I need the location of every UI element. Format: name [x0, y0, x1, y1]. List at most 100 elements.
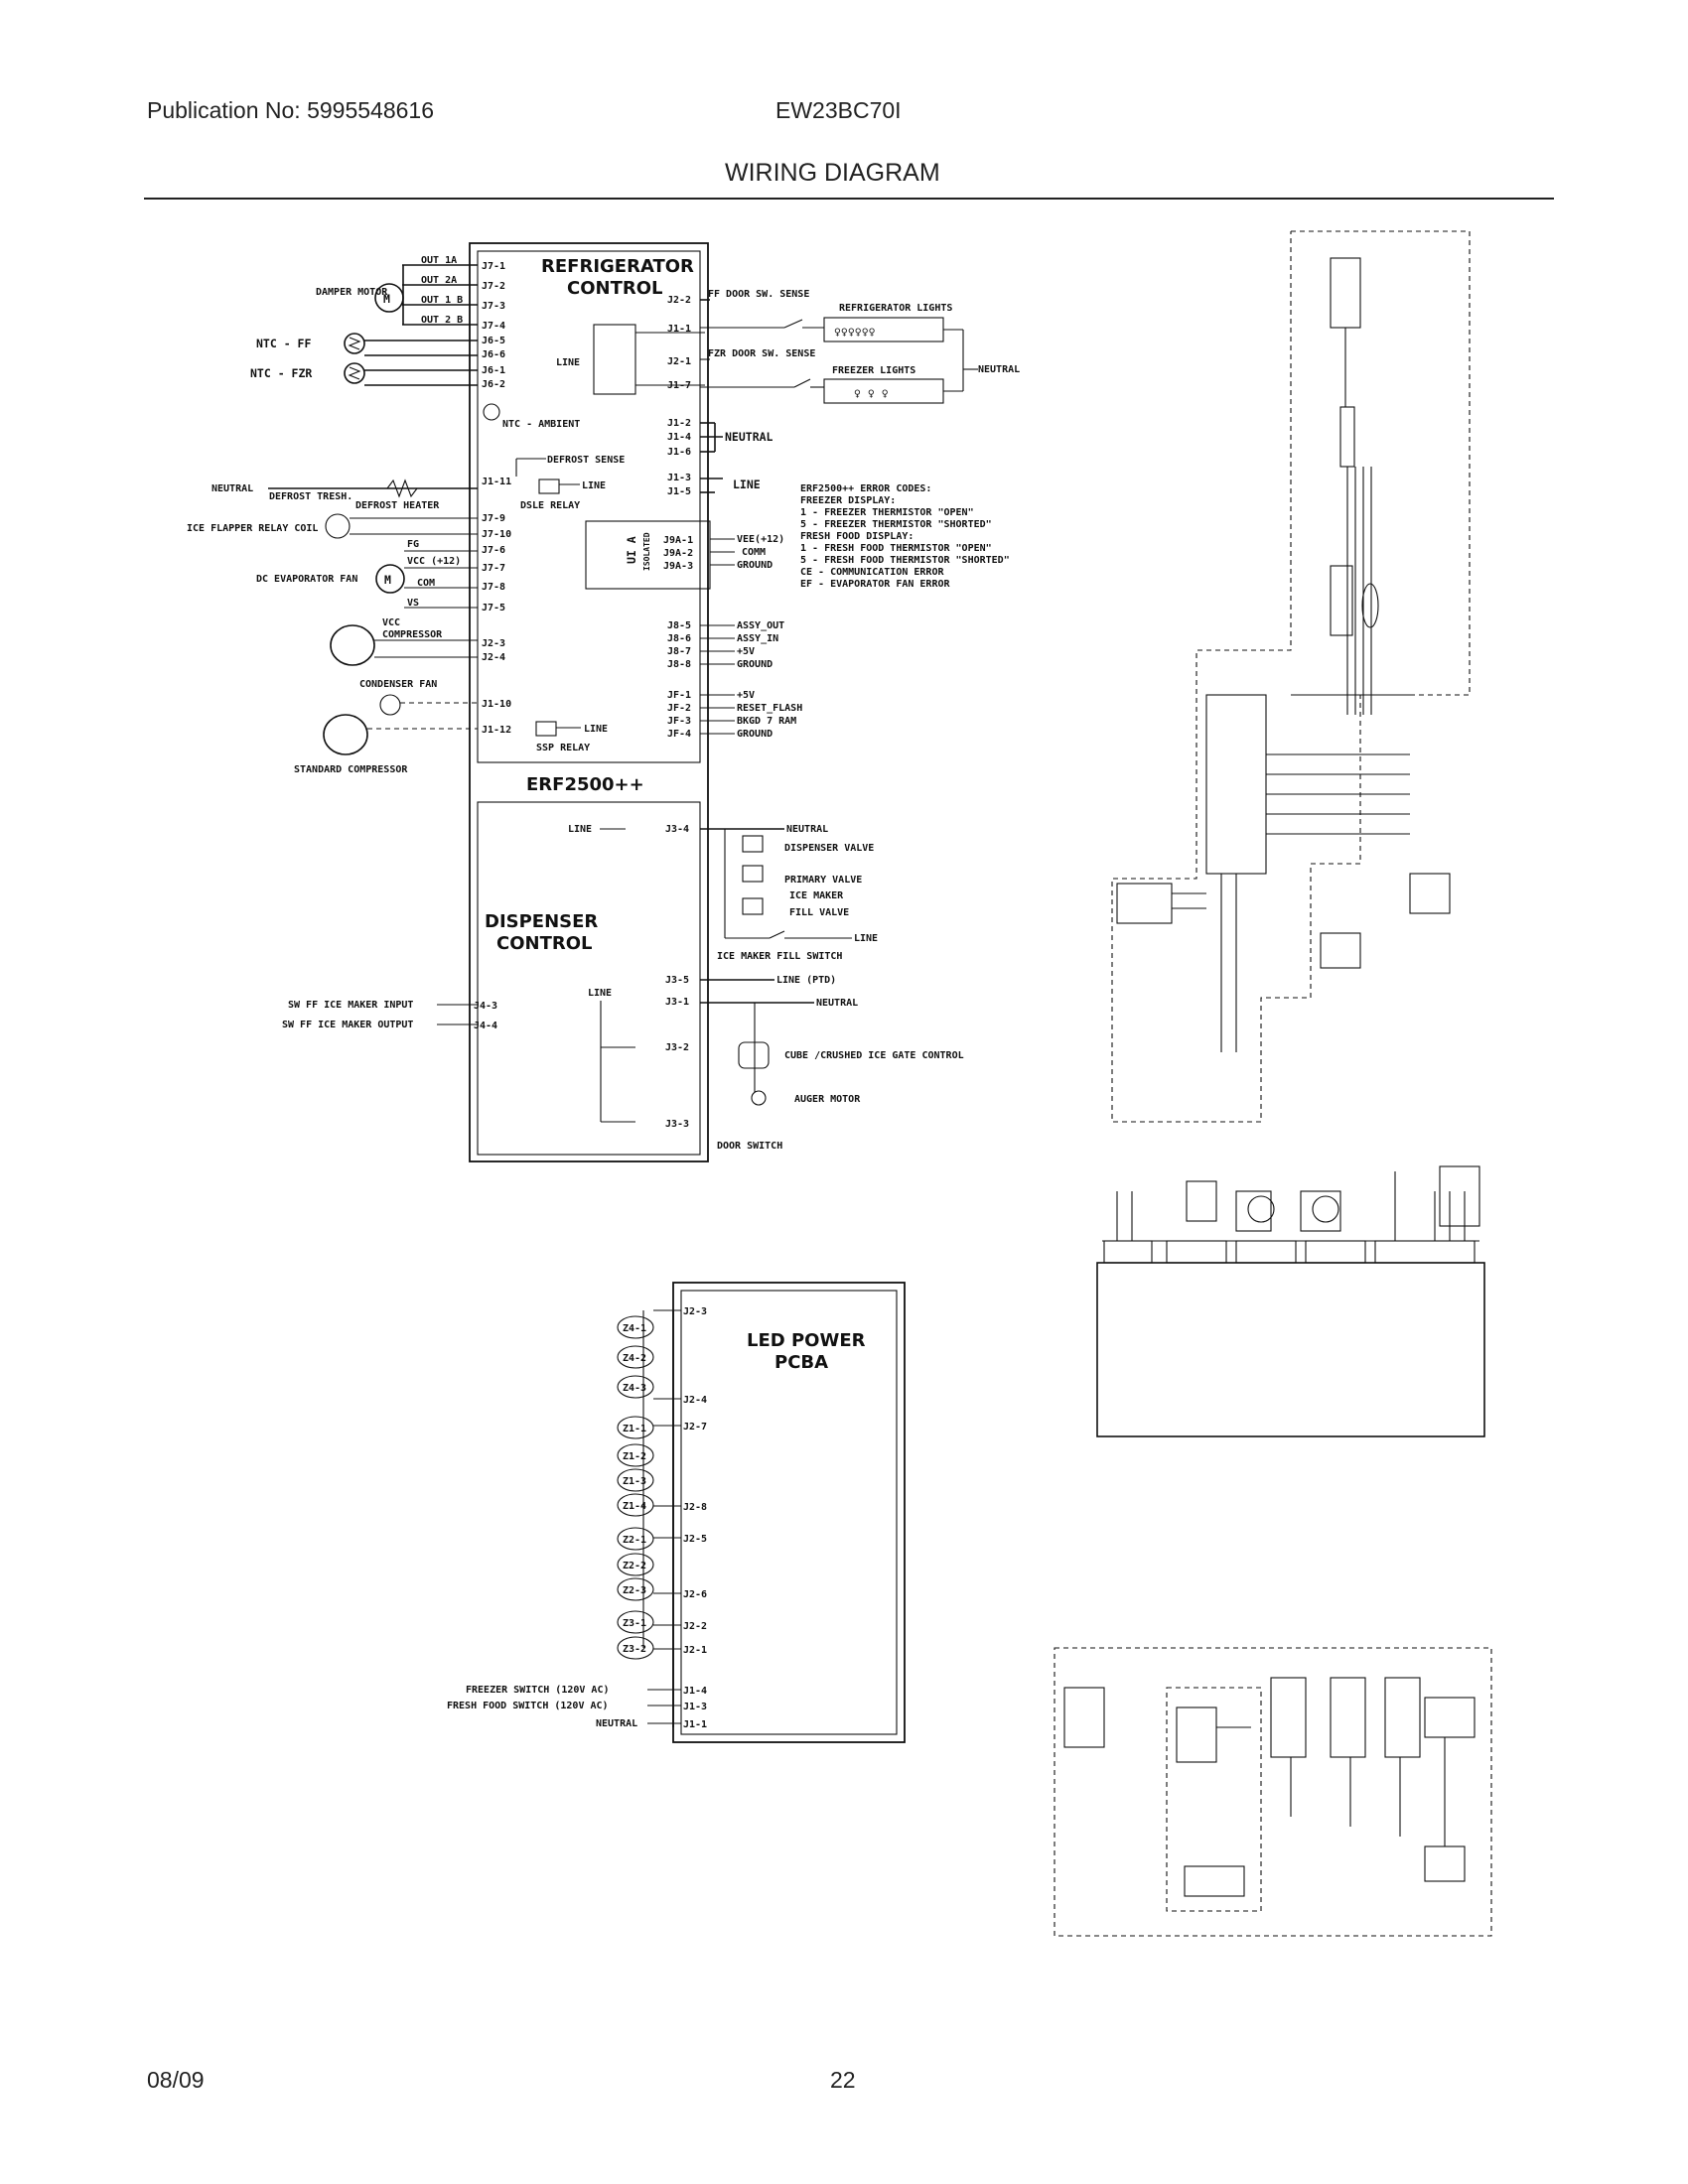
dispenser-valve-icon	[742, 835, 764, 853]
led-zone-label: Z4-1	[623, 1323, 646, 1334]
j8-signal-label: +5V	[737, 646, 755, 657]
component-block	[1116, 883, 1173, 924]
led-zone-label: Z2-3	[623, 1585, 646, 1596]
led-power-pcba: LED POWER PCBA J2-3 J2-4 J2-7 J2-8 J2-5 …	[447, 1282, 906, 1743]
relay-block	[593, 324, 636, 395]
pin-label: J1-2	[667, 418, 691, 429]
pin-label: J9A-2	[663, 548, 693, 559]
pin-label: J1-5	[667, 486, 691, 497]
pin-label: J2-4	[482, 652, 505, 663]
freezer-lights-label: FREEZER LIGHTS	[832, 365, 915, 376]
fzr-door-sense-label: FZR DOOR SW. SENSE	[708, 348, 815, 359]
error-code-line: 1 - FREEZER THERMISTOR "OPEN"	[800, 507, 974, 518]
pin-label: J7-10	[482, 529, 511, 540]
refrigerator-control-board: REFRIGERATOR CONTROL ERF2500++ J7-1 J7-2…	[469, 242, 711, 1162]
pin-label: J1-10	[482, 699, 511, 710]
footer-date: 08/09	[147, 2067, 205, 2093]
ice-maker-label: ICE MAKER	[789, 890, 844, 901]
refrigerator-control-box	[477, 250, 701, 763]
pin-label: J2-3	[683, 1306, 707, 1317]
page-title: WIRING DIAGRAM	[725, 159, 940, 187]
pin-label: J1-6	[667, 447, 691, 458]
ssp-relay-icon	[535, 721, 557, 737]
pin-label: J9A-1	[663, 535, 693, 546]
ice-gate-label: CUBE /CRUSHED ICE GATE CONTROL	[784, 1050, 964, 1061]
page-number: 22	[830, 2067, 856, 2093]
dispenser-valve-label: DISPENSER VALVE	[784, 843, 874, 854]
component-block	[1176, 1706, 1217, 1763]
optional-ptd-diagram	[1111, 230, 1471, 1123]
model-number: EW23BC70I	[775, 97, 902, 123]
pin-label: J1-4	[667, 432, 691, 443]
component-block	[1330, 1677, 1366, 1758]
motor-icon	[1247, 1195, 1275, 1223]
led-zones: Z4-1 Z4-2 Z4-3 Z1-1 Z1-2 Z1-3 Z1-4 Z2-1 …	[617, 1309, 681, 1660]
pin-label: JF-3	[667, 716, 691, 727]
pin-label: J1-3	[683, 1702, 707, 1712]
pin-label: J7-5	[482, 603, 505, 614]
pin-label: J7-6	[482, 545, 505, 556]
fill-valve-label: FILL VALVE	[789, 907, 849, 918]
ice-maker-input-label: SW FF ICE MAKER INPUT	[288, 1000, 413, 1011]
pin-label: J2-6	[683, 1589, 707, 1600]
neutral-label: NEUTRAL	[211, 483, 253, 494]
ntc-ff-thermistor-icon	[344, 333, 365, 354]
pin-label: J2-1	[683, 1645, 707, 1656]
component-block	[1330, 565, 1353, 636]
led-zone-icon	[617, 1315, 654, 1339]
ntc-ambient-icon	[483, 403, 500, 421]
main-board-outline	[469, 242, 709, 1162]
header-rule	[144, 198, 1554, 200]
auger-motor-label: AUGER MOTOR	[794, 1094, 861, 1105]
ice-maker-enclosure	[1054, 1647, 1492, 1937]
ice-maker-module	[1166, 1687, 1262, 1912]
pin-label: JF-2	[667, 703, 691, 714]
jf-signal-label: RESET_FLASH	[737, 703, 802, 714]
pin-label: J8-5	[667, 620, 691, 631]
led-zone-label: Z1-4	[623, 1501, 646, 1512]
error-code-line: EF - EVAPORATOR FAN ERROR	[800, 579, 950, 590]
damper-output-label: OUT 2A	[421, 275, 457, 286]
ntc-fzr-thermistor-icon	[344, 362, 365, 384]
fan-pin-label: VS	[407, 598, 419, 609]
led-zone-label: Z2-1	[623, 1535, 646, 1546]
refrigerator-lights-label: REFRIGERATOR LIGHTS	[839, 303, 952, 314]
pin-label: J3-5	[665, 975, 689, 986]
ui-isolated-box	[585, 520, 711, 590]
connector-block	[1374, 1240, 1476, 1264]
ptd-main-pcba	[1205, 694, 1267, 875]
pin-label: J3-2	[665, 1042, 689, 1053]
pin-label: J2-7	[683, 1422, 707, 1433]
vcc-label: VCC	[382, 617, 400, 628]
door-switch-label: DOOR SWITCH	[717, 1141, 782, 1152]
fill-valve-icon	[742, 897, 764, 915]
connector-block	[1339, 406, 1355, 468]
connector-block	[1166, 1240, 1227, 1264]
led-zone-label: Z4-2	[623, 1353, 646, 1364]
led-zone-icon	[617, 1636, 654, 1660]
pin-label: J2-8	[683, 1502, 707, 1513]
compressor-icon	[330, 624, 375, 666]
pin-label: J8-6	[667, 633, 691, 644]
pin-label: J4-4	[474, 1021, 497, 1031]
error-code-line: FREEZER DISPLAY:	[800, 495, 896, 506]
motor-glyph: M	[384, 573, 391, 587]
ref-control-title-2: CONTROL	[567, 278, 663, 299]
pin-label: J3-3	[665, 1119, 689, 1130]
led-zone-label: Z1-3	[623, 1476, 646, 1487]
led-zone-icon	[617, 1416, 654, 1439]
component-block	[1320, 932, 1361, 969]
component-block	[1186, 1180, 1217, 1222]
component-block	[1330, 257, 1361, 329]
fan-pin-label: VCC (+12)	[407, 556, 461, 567]
ntc-ambient-label: NTC - AMBIENT	[502, 419, 580, 430]
ice-maker-output-label: SW FF ICE MAKER OUTPUT	[282, 1020, 413, 1030]
connector-block	[1103, 1240, 1153, 1264]
ui-label: UI A	[625, 536, 638, 564]
error-codes: ERF2500++ ERROR CODES: FREEZER DISPLAY: …	[800, 483, 1010, 590]
led-zone-icon	[617, 1577, 654, 1601]
led-zone-icon	[617, 1553, 654, 1576]
ssp-relay-label: SSP RELAY	[536, 743, 590, 753]
jf-signal-label: GROUND	[737, 729, 773, 740]
